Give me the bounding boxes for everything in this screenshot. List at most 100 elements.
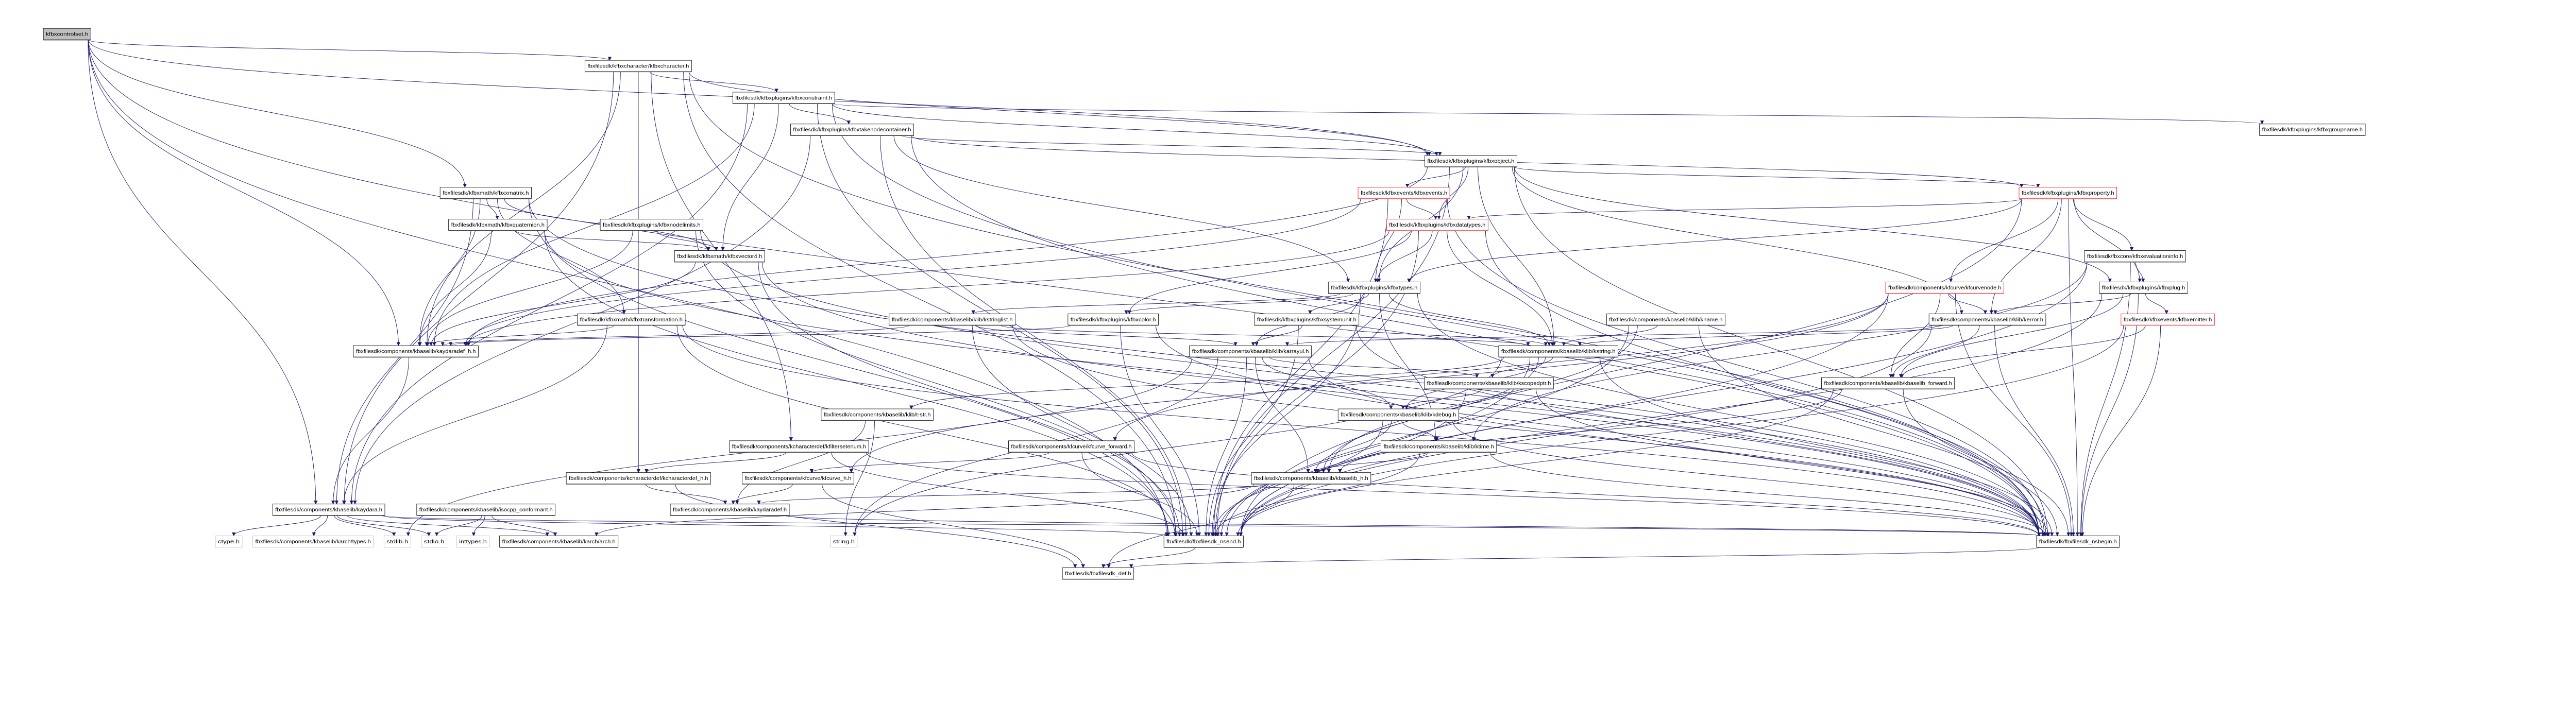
node-property[interactable]: fbxfilesdk/kfbxplugins/kfbxproperty.h	[2019, 187, 2117, 199]
edge-kbaselib_h-to-arch	[595, 484, 1255, 537]
node-label: fbxfilesdk/fbxfilesdk_nsbegin.h	[2039, 539, 2117, 545]
node-kaydaradef[interactable]: fbxfilesdk/components/kbaselib/kaydarade…	[670, 504, 790, 516]
edge-object-to-plug	[1514, 167, 2112, 283]
edge-kbaselib_h-to-kaydaradef	[757, 484, 1265, 505]
edge-color-to-nsbegin	[1156, 325, 2041, 537]
node-kbaselib-h[interactable]: fbxfilesdk/components/kbaselib/kbaselib_…	[1251, 472, 1371, 485]
node-groupname[interactable]: fbxfilesdk/kfbxplugins/kfbxgroupname.h	[2259, 124, 2366, 136]
edge-nodelimits-to-nsend	[696, 230, 1178, 537]
node-nsbegin[interactable]: fbxfilesdk/fbxfilesdk_nsbegin.h	[2036, 536, 2120, 548]
edge-datatypes-to-kaydaradef_h	[465, 230, 1389, 346]
edge-controlset-to-nsbegin	[88, 40, 2041, 537]
edge-kfcurve_forward-to-kfcurve_h	[809, 452, 1050, 473]
node-label: fbxfilesdk/components/kfcurve/kfcurvenod…	[1888, 285, 2001, 291]
node-controlset[interactable]: kfbxcontrolset.h	[43, 28, 91, 41]
node-quaternion[interactable]: fbxfilesdk/kfbxmath/kfbxquaternion.h	[448, 219, 548, 231]
edge-transformation-to-nsend	[676, 325, 1177, 537]
node-label: string.h	[833, 539, 855, 545]
node-ktime[interactable]: fbxfilesdk/components/kbaselib/klib/ktim…	[1381, 440, 1497, 453]
edge-character-to-object	[688, 72, 1431, 156]
edge-karrayul-to-kscopedptr	[1269, 357, 1479, 378]
node-kaydaradef-h[interactable]: fbxfilesdk/components/kbaselib/kaydarade…	[353, 345, 479, 358]
node-isocpp[interactable]: fbxfilesdk/components/kbaselib/isocpp_co…	[416, 504, 556, 516]
node-arch[interactable]: fbxfilesdk/components/kbaselib/karch/arc…	[499, 536, 619, 548]
edge-kname-to-nsbegin	[1698, 325, 2059, 537]
edge-takenode-to-nsbegin	[911, 135, 2041, 537]
node-label: fbxfilesdk/kfbxplugins/kfbxplug.h	[2102, 285, 2185, 291]
node-systemunit[interactable]: fbxfilesdk/kfbxplugins/kfbxsystemunit.h	[1254, 313, 1360, 326]
node-kaydara[interactable]: fbxfilesdk/components/kbaselib/kaydara.h	[272, 504, 385, 516]
node-curvenode[interactable]: fbxfilesdk/components/kfcurve/kfcurvenod…	[1885, 282, 2004, 294]
edge-takenode-to-types	[893, 135, 1350, 283]
edge-kdebug-to-kbaselib_h	[1313, 420, 1392, 473]
node-label: fbxfilesdk/components/kbaselib/kbaselib_…	[1824, 381, 1952, 386]
node-object[interactable]: fbxfilesdk/kfbxplugins/kfbxobject.h	[1425, 155, 1517, 167]
node-nodelimits[interactable]: fbxfilesdk/kfbxplugins/kfbxnodelimits.h	[600, 219, 704, 231]
node-types[interactable]: fbxfilesdk/kfbxplugins/kfbxtypes.h	[1328, 282, 1420, 294]
edge-nodelimits-to-kaydaradef_h	[426, 230, 633, 346]
node-kerror[interactable]: fbxfilesdk/components/kbaselib/klib/kerr…	[1928, 313, 2046, 326]
node-label: fbxfilesdk/components/kbaselib/kaydarade…	[673, 507, 787, 513]
node-tstr[interactable]: fbxfilesdk/components/kbaselib/klib/t-st…	[821, 408, 934, 421]
node-plug[interactable]: fbxfilesdk/kfbxplugins/kfbxplug.h	[2099, 282, 2188, 294]
edge-kaydara-to-stdlib	[334, 515, 396, 537]
edge-takenode-to-object	[901, 135, 1442, 156]
node-datatypes[interactable]: fbxfilesdk/kfbxplugins/kfbxdatatypes.h	[1386, 219, 1488, 231]
node-vector4[interactable]: fbxfilesdk/kfbxmath/kfbxvector4.h	[674, 250, 765, 263]
edge-kstring-to-nsbegin	[1600, 357, 2054, 537]
node-events[interactable]: fbxfilesdk/kfbxevents/kfbxevents.h	[1358, 187, 1450, 199]
node-kbaselib-forward[interactable]: fbxfilesdk/components/kbaselib/kbaselib_…	[1821, 377, 1955, 390]
node-transformation[interactable]: fbxfilesdk/kfbxmath/kfbxtransformation.h	[577, 313, 686, 326]
node-label: fbxfilesdk/kfbxplugins/kfbxtypes.h	[1331, 285, 1417, 291]
node-kcharacterdef-h[interactable]: fbxfilesdk/components/kcharacterdef/kcha…	[566, 472, 711, 485]
node-kfcurve-h[interactable]: fbxfilesdk/components/kfcurve/kfcurve_h.…	[742, 472, 854, 485]
edge-kfcurve_forward-to-nsbegin	[1131, 452, 2041, 537]
nodes-layer: kfbxcontrolset.h fbxfilesdk/kfbxcharacter…	[43, 28, 2366, 580]
node-label: fbxfilesdk/kfbxmath/kfbxxmatrix.h	[443, 191, 529, 196]
edge-events-to-types	[1374, 198, 1402, 283]
node-label: fbxfilesdk/components/kbaselib/klib/kerr…	[1931, 317, 2043, 323]
node-kfiltersetenum[interactable]: fbxfilesdk/components/kcharacterdef/kfil…	[729, 440, 869, 453]
node-takenode[interactable]: fbxfilesdk/kfbxplugins/kfbxtakenodeconta…	[790, 124, 914, 136]
node-character[interactable]: fbxfilesdk/kfbxcharacter/kfbxcharacter.h	[584, 60, 692, 73]
node-nsend[interactable]: fbxfilesdk/fbxfilesdk_nsend.h	[1163, 536, 1244, 548]
edge-datatypes-to-kstring	[1447, 230, 1554, 346]
node-stringlist[interactable]: fbxfilesdk/components/kbaselib/klib/kstr…	[889, 313, 1016, 326]
edge-kstring-to-string	[853, 357, 1502, 537]
edge-types-to-nsbegin	[1417, 293, 2045, 537]
node-label: fbxfilesdk/components/kbaselib/kbaselib_…	[1254, 476, 1368, 482]
edge-curvenode-to-nsend	[1239, 293, 1889, 537]
node-kdebug[interactable]: fbxfilesdk/components/kbaselib/klib/kdeb…	[1337, 408, 1459, 421]
edge-kaydara-to-karch_types	[312, 515, 328, 537]
edge-object-to-kaydaradef_h	[466, 167, 1428, 346]
node-label: fbxfilesdk/components/kbaselib/klib/ksco…	[1427, 381, 1551, 386]
node-kstring[interactable]: fbxfilesdk/components/kbaselib/klib/kstr…	[1498, 345, 1619, 358]
edge-curvenode-to-kbaselib_forward	[1889, 293, 1941, 378]
edge-vector4-to-kaydaradef_h	[429, 262, 696, 346]
edge-property-to-evalinfo	[2073, 198, 2134, 251]
node-label: fbxfilesdk/components/kfcurve/kfcurve_h.…	[744, 476, 851, 482]
node-ctype: ctype.h	[215, 536, 243, 548]
edge-property-to-nsend	[1239, 198, 2022, 537]
node-kname[interactable]: fbxfilesdk/components/kbaselib/klib/knam…	[1606, 313, 1725, 326]
node-kfcurve-forward[interactable]: fbxfilesdk/components/kfcurve/kfcurve_fo…	[1008, 440, 1134, 453]
edge-plug-to-kbaselib_forward	[1899, 293, 2124, 378]
node-label: fbxfilesdk/kfbxplugins/kfbxsystemunit.h	[1257, 317, 1357, 323]
edge-kfiltersetenum-to-kcharacterdef_h	[645, 452, 787, 473]
node-kscopedptr[interactable]: fbxfilesdk/components/kbaselib/klib/ksco…	[1424, 377, 1554, 390]
node-emitter[interactable]: fbxfilesdk/kfbxevents/kfbxemitter.h	[2121, 313, 2215, 326]
node-constraint[interactable]: fbxfilesdk/kfbxplugins/kfbxconstraint.h	[732, 92, 835, 105]
node-karrayul[interactable]: fbxfilesdk/components/kbaselib/klib/karr…	[1189, 345, 1312, 358]
node-color[interactable]: fbxfilesdk/kfbxplugins/kfbxcolor.h	[1067, 313, 1159, 326]
edge-evalinfo-to-nsend	[1239, 262, 2088, 537]
node-xmatrix[interactable]: fbxfilesdk/kfbxmath/kfbxxmatrix.h	[439, 187, 532, 199]
edge-vector4-to-nsbegin	[761, 262, 2041, 537]
edge-object-to-datatypes	[1437, 167, 1469, 220]
node-label: fbxfilesdk/kfbxplugins/kfbxgroupname.h	[2262, 127, 2363, 133]
edge-constraint-to-kaydaradef_h	[432, 104, 755, 346]
edge-character-to-constraint	[649, 72, 778, 93]
node-def[interactable]: fbxfilesdk/fbxfilesdk_def.h	[1062, 567, 1134, 580]
edge-types-to-color	[1124, 293, 1354, 315]
edge-controlset-to-nsend	[88, 40, 1168, 537]
node-evalinfo[interactable]: fbxfilesdk/fbxcore/kfbxevaluationinfo.h	[2084, 250, 2186, 263]
